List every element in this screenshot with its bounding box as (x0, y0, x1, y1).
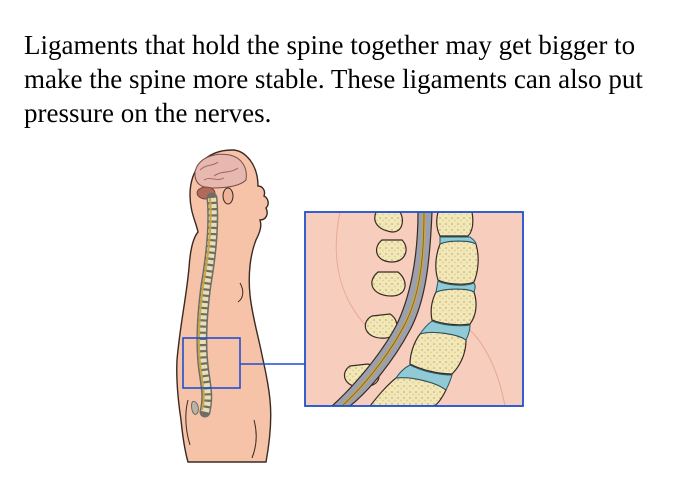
magnified-spine-inset (304, 211, 524, 407)
ear (222, 187, 234, 205)
spinal-column (191, 192, 219, 418)
highlight-box (182, 337, 241, 389)
caption-text: Ligaments that hold the spine together m… (24, 30, 643, 128)
inset-frame (304, 211, 524, 407)
human-body-figure (176, 149, 305, 463)
brain (194, 153, 247, 200)
vertebral-processes (344, 212, 407, 388)
intervertebral-discs (394, 236, 477, 391)
vertebral-bodies (369, 212, 479, 406)
